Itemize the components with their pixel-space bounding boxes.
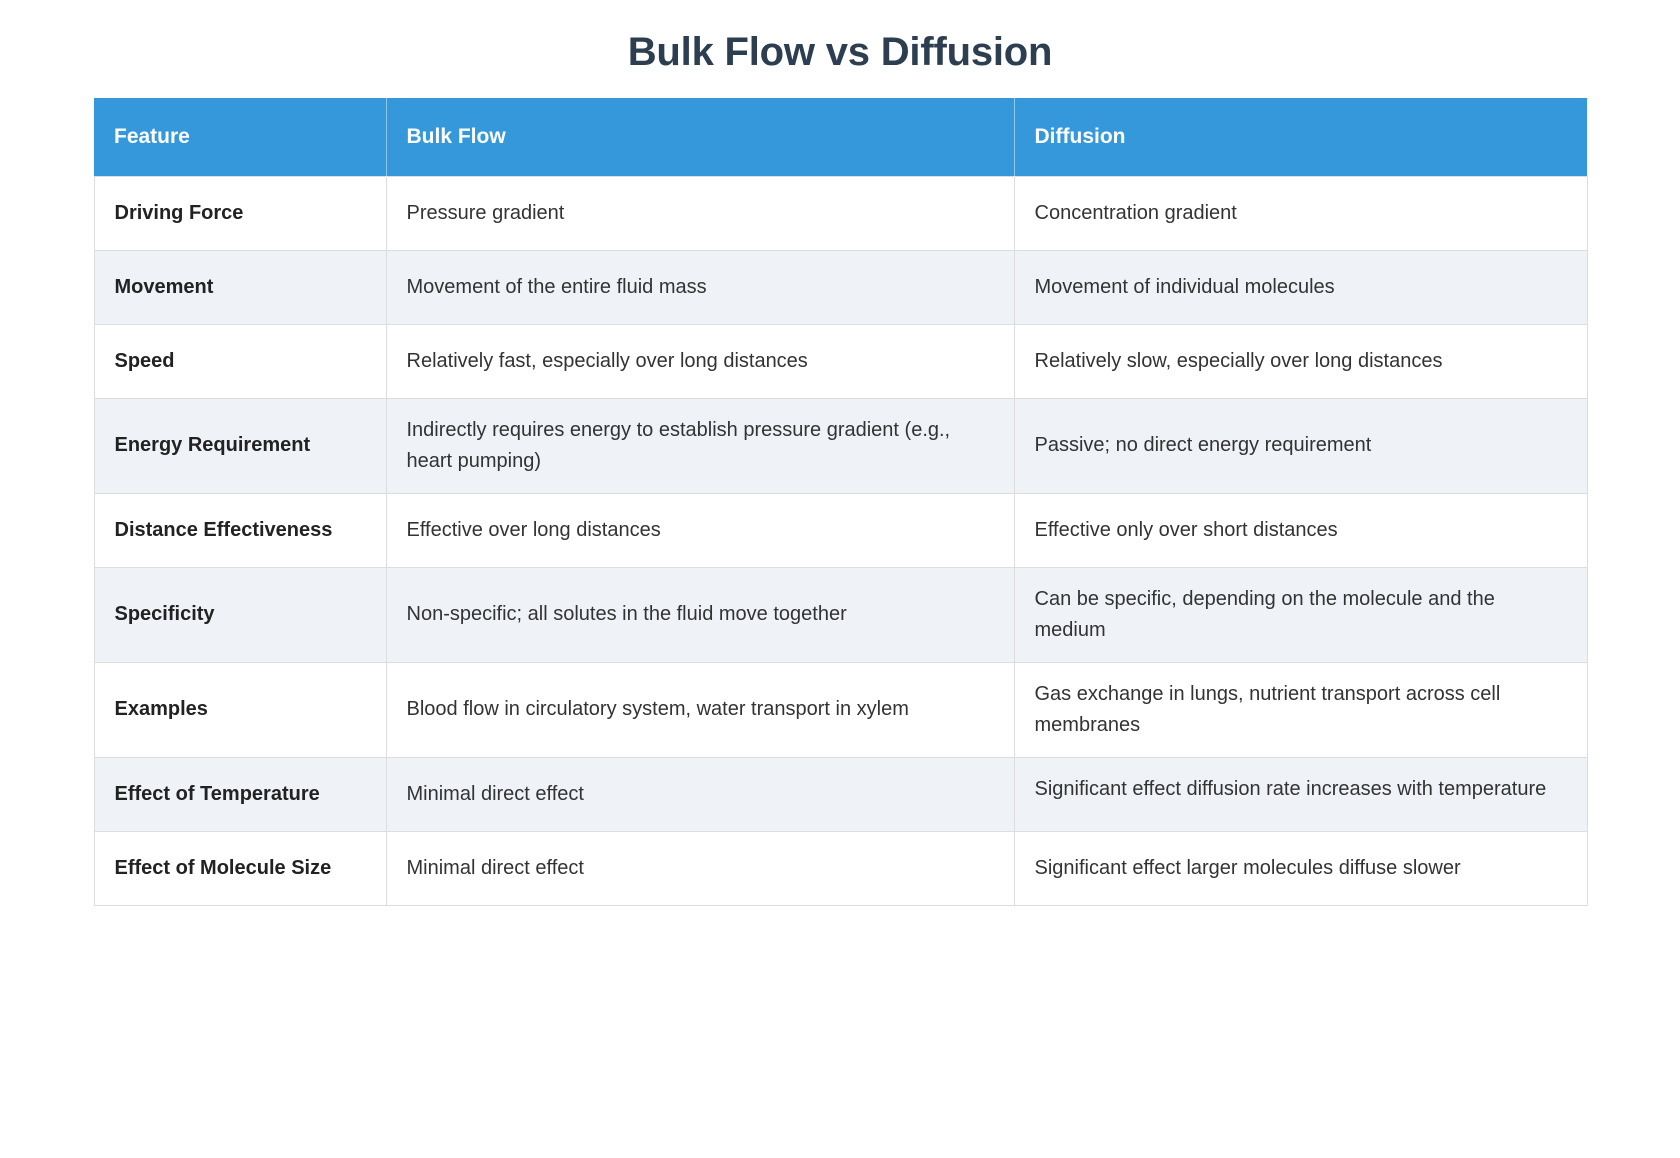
cell-feature: Specificity <box>93 566 387 663</box>
cell-feature: Speed <box>93 323 387 399</box>
cell-diffusion: Significant effect diffusion rate increa… <box>1013 756 1588 832</box>
table-row: Driving Force Pressure gradient Concentr… <box>93 175 1588 251</box>
table-row: Effect of Temperature Minimal direct eff… <box>93 756 1588 832</box>
bulk-flow-vs-diffusion-table: Feature Bulk Flow Diffusion Driving Forc… <box>93 98 1588 906</box>
cell-feature: Movement <box>93 249 387 325</box>
table-row: Movement Movement of the entire fluid ma… <box>93 249 1588 325</box>
table-row: Energy Requirement Indirectly requires e… <box>93 397 1588 494</box>
table-header-row: Feature Bulk Flow Diffusion <box>94 98 1587 176</box>
table-row: Effect of Molecule Size Minimal direct e… <box>93 830 1588 906</box>
cell-bulk-flow: Non-specific; all solutes in the fluid m… <box>385 566 1015 663</box>
cell-diffusion: Significant effect larger molecules diff… <box>1013 830 1588 906</box>
column-header-diffusion[interactable]: Diffusion <box>1014 98 1587 176</box>
cell-diffusion: Gas exchange in lungs, nutrient transpor… <box>1013 661 1588 758</box>
cell-diffusion: Can be specific, depending on the molecu… <box>1013 566 1588 663</box>
table-row: Examples Blood flow in circulatory syste… <box>93 661 1588 758</box>
table-header: Feature Bulk Flow Diffusion <box>94 98 1587 176</box>
cell-bulk-flow: Effective over long distances <box>385 492 1015 568</box>
column-header-feature[interactable]: Feature <box>94 98 387 176</box>
cell-bulk-flow: Pressure gradient <box>385 175 1015 251</box>
cell-diffusion: Movement of individual molecules <box>1013 249 1588 325</box>
cell-bulk-flow: Minimal direct effect <box>385 830 1015 906</box>
cell-bulk-flow: Blood flow in circulatory system, water … <box>385 661 1015 758</box>
cell-diffusion: Relatively slow, especially over long di… <box>1013 323 1588 399</box>
page-title: Bulk Flow vs Diffusion <box>627 30 1053 74</box>
cell-diffusion: Effective only over short distances <box>1013 492 1588 568</box>
table-row: Speed Relatively fast, especially over l… <box>93 323 1588 399</box>
cell-feature: Driving Force <box>93 175 387 251</box>
table-body: Driving Force Pressure gradient Concentr… <box>93 175 1588 906</box>
column-header-bulk-flow[interactable]: Bulk Flow <box>386 98 1015 176</box>
cell-diffusion: Concentration gradient <box>1013 175 1588 251</box>
cell-bulk-flow: Indirectly requires energy to establish … <box>385 397 1015 494</box>
cell-diffusion: Passive; no direct energy requirement <box>1013 397 1588 494</box>
cell-bulk-flow: Minimal direct effect <box>385 756 1015 832</box>
cell-feature: Distance Effectiveness <box>93 492 387 568</box>
cell-bulk-flow: Movement of the entire fluid mass <box>385 249 1015 325</box>
cell-feature: Effect of Temperature <box>93 756 387 832</box>
cell-bulk-flow: Relatively fast, especially over long di… <box>385 323 1015 399</box>
table-row: Distance Effectiveness Effective over lo… <box>93 492 1588 568</box>
table-row: Specificity Non-specific; all solutes in… <box>93 566 1588 663</box>
cell-feature: Effect of Molecule Size <box>93 830 387 906</box>
cell-feature: Energy Requirement <box>93 397 387 494</box>
table-container: Feature Bulk Flow Diffusion Driving Forc… <box>93 98 1588 906</box>
cell-feature: Examples <box>93 661 387 758</box>
